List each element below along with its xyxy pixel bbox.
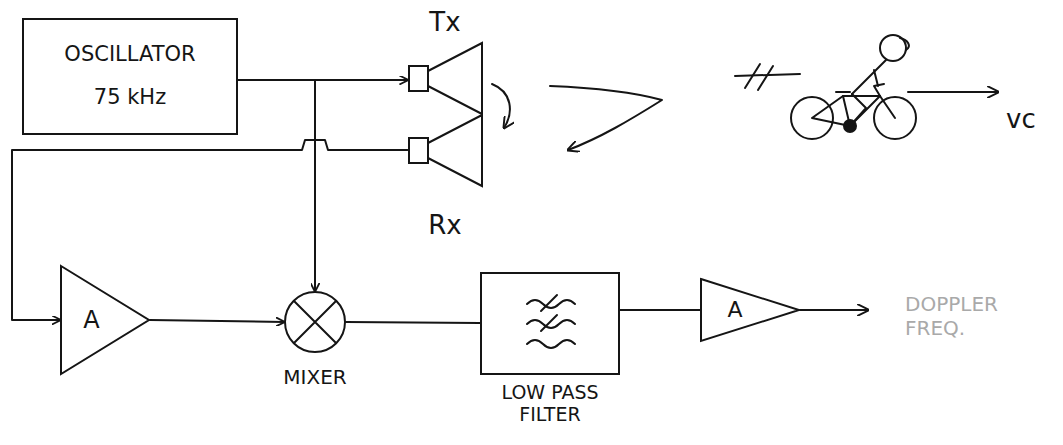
node-label: MIXER xyxy=(283,365,346,389)
horn-antenna: Rx xyxy=(408,113,483,241)
horn-antenna: Tx xyxy=(408,7,483,115)
echo-wave xyxy=(550,86,662,150)
node-label: LOW PASS FILTER xyxy=(485,381,615,427)
transmit-echo-arrow xyxy=(492,84,510,128)
node-label: Tx xyxy=(429,7,460,38)
node-label: Rx xyxy=(428,210,461,241)
shape-outline xyxy=(408,113,483,188)
node-shape xyxy=(408,113,483,188)
shape-outline xyxy=(60,265,150,375)
signal-wire xyxy=(620,309,700,311)
signal-wire xyxy=(150,320,284,322)
shape-outline xyxy=(24,20,240,137)
node-shape: A xyxy=(60,265,150,375)
shape-outline xyxy=(408,41,483,116)
velocity-label: vc xyxy=(1006,104,1036,135)
node-shape: OSCILLATOR 75 kHz xyxy=(22,18,238,135)
velocity-arrow xyxy=(908,91,998,93)
node-shape: A xyxy=(700,278,800,342)
signal-wire xyxy=(12,140,408,320)
node-label: 75 kHz xyxy=(94,85,166,110)
signal-wire xyxy=(346,322,480,323)
cyclist xyxy=(791,35,916,139)
motion-marks xyxy=(735,64,800,90)
output-label: DOPPLER FREQ. xyxy=(905,292,1025,340)
signal-wire xyxy=(238,80,315,291)
node-label: A xyxy=(727,297,772,323)
mixer-circle: MIXER xyxy=(283,291,346,389)
amplifier-triangle: A xyxy=(700,278,800,342)
output-arrow xyxy=(800,309,868,311)
node-shape xyxy=(480,272,620,375)
filter-box: LOW PASS FILTER xyxy=(480,272,620,427)
node-label: OSCILLATOR xyxy=(64,42,195,67)
shape-outline xyxy=(700,278,800,342)
oscillator-box: OSCILLATOR 75 kHz xyxy=(22,18,238,135)
node-shape xyxy=(284,291,346,353)
node-shape xyxy=(408,41,483,116)
shape-outline xyxy=(482,274,622,377)
shape-outline xyxy=(284,291,346,353)
node-label: A xyxy=(83,306,126,335)
amplifier-triangle: A xyxy=(60,265,150,375)
